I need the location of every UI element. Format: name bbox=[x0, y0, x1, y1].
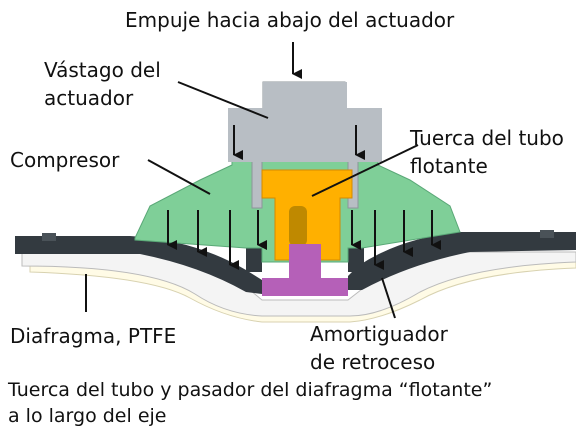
bolt-right bbox=[540, 230, 554, 238]
recoil-damper-label-line1: Amortiguador bbox=[310, 322, 448, 346]
recoil-damper-label-line2: de retroceso bbox=[310, 350, 436, 374]
leader-compressor bbox=[147, 159, 211, 195]
actuator-stem-label-line2: actuador bbox=[44, 86, 134, 110]
caption-line1: Tuerca del tubo y pasador del diafragma … bbox=[8, 379, 493, 401]
diaphragm-pin-shaft bbox=[289, 244, 321, 278]
leader-damper bbox=[381, 277, 396, 319]
bolt-left bbox=[42, 233, 56, 241]
diaphragm-ptfe bbox=[21, 251, 576, 317]
diaphragm-pin-head bbox=[262, 278, 348, 296]
actuator-stem-label-line1: Vástago del bbox=[44, 58, 161, 82]
damper-center-right bbox=[348, 248, 364, 272]
caption-line2: a lo largo del eje bbox=[8, 405, 167, 427]
diaphragm-label: Diafragma, PTFE bbox=[10, 324, 177, 348]
leader-actuator-stem bbox=[177, 81, 269, 119]
leader-tube-nut bbox=[311, 144, 419, 197]
tube-nut-bore bbox=[289, 206, 307, 246]
tube-nut-label-line2: flotante bbox=[410, 154, 488, 178]
damper-center-left bbox=[246, 248, 262, 272]
tube-nut-label-line1: Tuerca del tubo bbox=[410, 126, 564, 150]
compressor-label: Compresor bbox=[10, 148, 120, 172]
push-down-label: Empuje hacia abajo del actuador bbox=[125, 8, 455, 32]
actuator-stem-center bbox=[263, 82, 347, 122]
down-arrow-icons bbox=[167, 42, 441, 270]
